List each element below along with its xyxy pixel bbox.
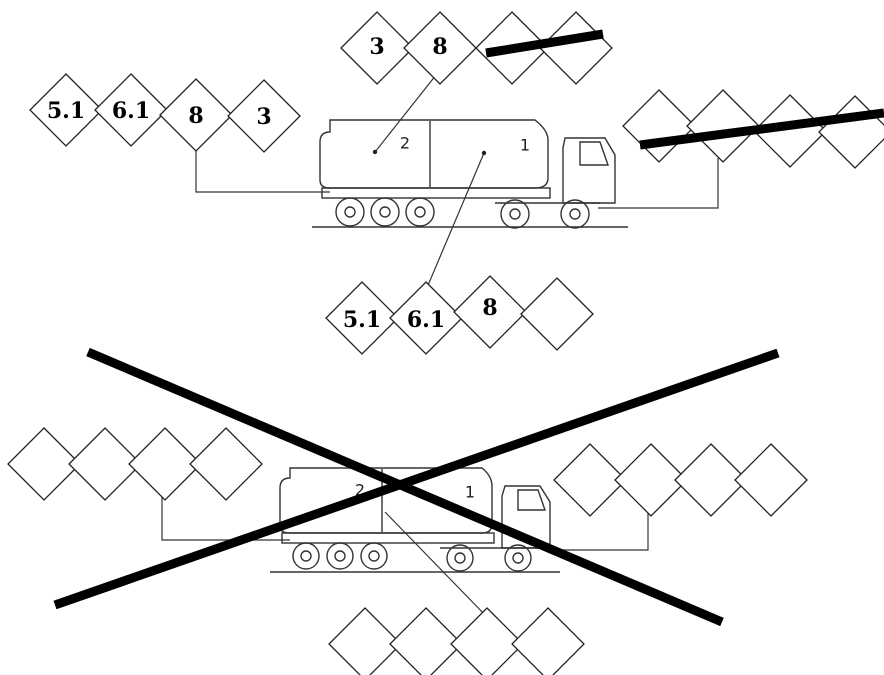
- compartment-2-point: [373, 150, 377, 154]
- danger-plate: [451, 608, 523, 675]
- danger-plate: 6.1: [390, 282, 462, 354]
- compartment-number: 1: [465, 483, 475, 502]
- danger-plate: 8: [454, 276, 526, 348]
- danger-plate: [512, 608, 584, 675]
- danger-plate: [390, 608, 462, 675]
- truck-wheels: [293, 543, 531, 571]
- danger-plate: [521, 278, 593, 350]
- plate-row-right: [554, 444, 807, 516]
- svg-text:3: 3: [369, 34, 384, 60]
- danger-plate: [687, 90, 759, 162]
- danger-plate: 6.1: [95, 74, 167, 146]
- plate-row-top: 3 8: [341, 12, 612, 84]
- leader-line-right: [598, 158, 718, 208]
- danger-plate: [819, 96, 884, 168]
- danger-plate: 8: [404, 12, 476, 84]
- plate-row-left: [8, 428, 262, 500]
- svg-text:5.1: 5.1: [47, 98, 85, 124]
- leader-line-bottom: [385, 512, 488, 618]
- top-example: 2 1 5.1 6.1 8 3 3 8 5.1 6.1: [30, 12, 884, 354]
- plate-row-left: 5.1 6.1 8 3: [30, 74, 300, 152]
- leader-line-right: [548, 508, 648, 550]
- plate-row-bottom: [329, 608, 584, 675]
- danger-plate: 5.1: [326, 282, 398, 354]
- compartment-number: 1: [520, 136, 530, 155]
- leader-line-bottom: [426, 153, 484, 290]
- bottom-example: 2 1: [8, 352, 807, 675]
- plate-row-bottom: 5.1 6.1 8: [326, 276, 593, 354]
- danger-plate: [190, 428, 262, 500]
- svg-text:8: 8: [432, 34, 447, 60]
- danger-plate: [623, 90, 695, 162]
- svg-text:5.1: 5.1: [343, 307, 381, 333]
- svg-text:8: 8: [188, 103, 203, 129]
- svg-text:3: 3: [256, 104, 271, 130]
- danger-plate: 8: [160, 79, 232, 151]
- danger-plate: [540, 12, 612, 84]
- danger-plate: 5.1: [30, 74, 102, 146]
- tank-truck: 2 1: [312, 120, 628, 228]
- svg-text:6.1: 6.1: [407, 307, 445, 333]
- compartment-number: 2: [400, 134, 410, 153]
- danger-plate: [329, 608, 401, 675]
- svg-text:6.1: 6.1: [112, 98, 150, 124]
- danger-plate: 3: [341, 12, 413, 84]
- danger-plate: 3: [228, 80, 300, 152]
- svg-text:8: 8: [482, 295, 497, 321]
- compartment-1-point: [482, 151, 486, 155]
- danger-plate: [735, 444, 807, 516]
